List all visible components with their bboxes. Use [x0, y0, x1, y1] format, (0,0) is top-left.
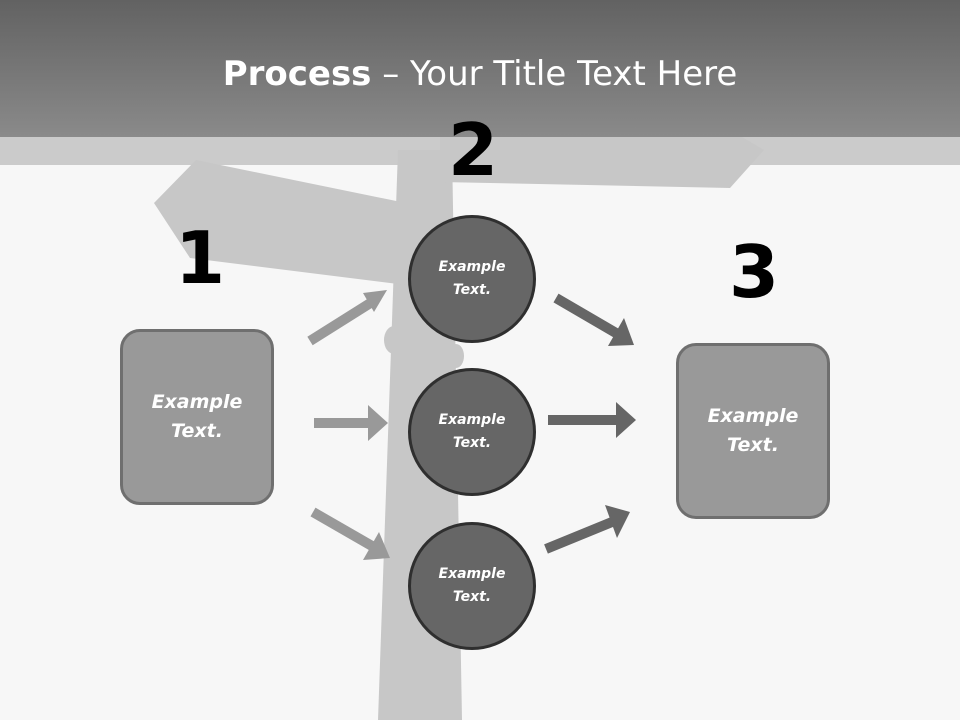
step-number-1: 1	[174, 216, 226, 300]
step-2-circle-2: Example Text.	[408, 368, 536, 496]
arrow-1-to-circle-1-shaft	[307, 297, 375, 346]
arrow-circle-1-to-3-shaft	[553, 293, 619, 338]
step-1-text-line1: Example	[151, 391, 243, 413]
sign-board-right	[440, 137, 764, 188]
header-bar	[0, 0, 960, 137]
slide-title: Process – Your Title Text Here	[0, 52, 960, 96]
step-1-box: Example Text.	[120, 329, 274, 505]
arrow-1-to-circle-3-shaft	[310, 507, 375, 551]
circle-3-text-line1: Example	[438, 566, 506, 582]
step-number-3: 3	[728, 230, 780, 314]
arrow-circle-3-to-3-head	[605, 505, 630, 538]
circle-1-text-line2: Text.	[452, 282, 492, 298]
step-3-text-line1: Example	[707, 405, 799, 427]
step-2-circle-1: Example Text.	[408, 215, 536, 343]
arrow-circle-2-to-3-head	[616, 402, 636, 438]
circle-1-text-line1: Example	[438, 259, 506, 275]
arrow-circle-3-to-3-shaft	[544, 517, 614, 554]
sign-board-left	[154, 160, 450, 290]
arrow-circle-1-to-3-head	[608, 318, 634, 346]
step-number-2: 2	[447, 108, 499, 192]
step-3-box: Example Text.	[676, 343, 830, 519]
circle-2-text-line2: Text.	[452, 435, 492, 451]
pole-knot	[384, 326, 404, 354]
step-3-text-line2: Text.	[727, 434, 779, 456]
arrow-1-to-circle-3-head	[363, 532, 390, 560]
title-rest: – Your Title Text Here	[371, 54, 738, 94]
circle-3-text-line2: Text.	[452, 589, 492, 605]
title-bold: Process	[222, 54, 372, 94]
arrow-1-to-circle-1-head	[363, 290, 387, 312]
circle-2-text-line1: Example	[438, 412, 506, 428]
step-1-text-line2: Text.	[171, 420, 223, 442]
step-2-circle-3: Example Text.	[408, 522, 536, 650]
pole-knot	[448, 344, 464, 368]
arrow-1-to-circle-2-head	[368, 405, 388, 441]
